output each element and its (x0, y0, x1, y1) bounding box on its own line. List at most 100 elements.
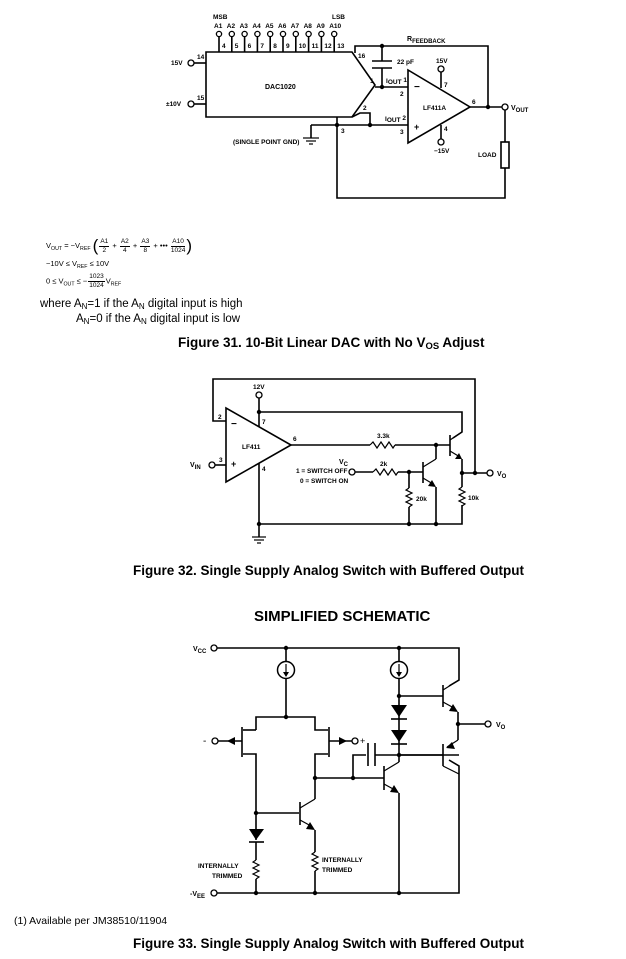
vo-terminal (484, 720, 492, 728)
pin4-label: 4 (262, 466, 266, 473)
pin-16-label: 16 (358, 53, 366, 60)
input-terminal-a9 (318, 30, 325, 38)
figure33-caption: Figure 33. Single Supply Analog Switch w… (133, 936, 525, 951)
trim2-line1: INTERNALLY (322, 857, 363, 864)
r4-label: 10k (468, 495, 479, 502)
current-source-2 (389, 660, 409, 680)
load-resistor (500, 141, 510, 169)
trim-resistor-2 (310, 851, 320, 872)
where-line-1: where AN=1 if the AN digital input is hi… (40, 298, 243, 311)
pin-number-label: 5 (235, 43, 239, 50)
vref-label: ±10V (166, 101, 182, 108)
svg-text:+: + (414, 122, 419, 132)
simplified-schematic-heading: SIMPLIFIED SCHEMATIC (254, 608, 431, 625)
op-pin7-label: 7 (444, 82, 448, 89)
iout1-label: IOUT 1 (386, 77, 407, 86)
vcc-terminal (210, 644, 218, 652)
dac-label: DAC1020 (265, 84, 296, 91)
input-label-a3: A3 (240, 23, 249, 30)
vout-label: VOUT (511, 105, 529, 114)
input-terminal-a1 (215, 30, 223, 38)
pin6-label: 6 (293, 436, 297, 443)
opamp-label: LF411 (242, 444, 261, 451)
lsb-label: LSB (332, 14, 345, 21)
input-label-a1: A1 (214, 23, 223, 30)
vee-terminal (210, 889, 218, 897)
switch-off-label: 1 = SWITCH OFF (296, 468, 347, 475)
vout-terminal (501, 103, 509, 111)
minus-input-label: - (203, 736, 206, 747)
pin-14-label: 14 (197, 54, 205, 61)
resistor-20k (404, 487, 414, 508)
rfeedback-label: RFEEDBACK (407, 36, 446, 45)
input-label-a7: A7 (291, 23, 300, 30)
vo-label: VO (497, 471, 507, 480)
r1-label: 3.3k (377, 433, 390, 440)
figure31-schematic: DAC1020 MSB LSB A14A25A36A47A58A69A710A8… (166, 14, 529, 199)
supply-15v-label: 15V (171, 60, 183, 67)
trim1-line2: TRIMMED (212, 873, 243, 880)
diode-1 (391, 705, 407, 717)
diode-2 (391, 730, 407, 742)
op-pin6-label: 6 (472, 99, 476, 106)
opamp-label: LF411A (423, 105, 446, 112)
op-pin4-label: 4 (444, 126, 448, 133)
r3-label: 20k (416, 496, 427, 503)
equation-vref-range: −10V ≤ VREF ≤ 10V (46, 259, 110, 270)
pin2-label: 2 (218, 414, 222, 421)
input-label-a9: A9 (316, 23, 325, 30)
input-label-a5: A5 (265, 23, 274, 30)
input-terminal-a10 (330, 30, 338, 38)
vc-label: VC (339, 459, 349, 468)
input-label-a8: A8 (304, 23, 313, 30)
where-line-2: AN=0 if the AN digital input is low (76, 313, 241, 326)
pin3-label: 3 (219, 457, 223, 464)
vo-terminal (486, 469, 494, 477)
pin-number-label: 12 (324, 43, 332, 50)
vminus-label: −15V (434, 148, 450, 155)
vcc-label: VCC (193, 646, 207, 655)
svg-text:−: − (231, 419, 237, 430)
input-terminal-a6 (279, 30, 287, 38)
pin-number-label: 7 (260, 43, 264, 50)
current-source-1 (276, 660, 296, 680)
opamp-lf411 (225, 406, 293, 484)
vc-terminal (348, 468, 356, 476)
vee-label: -VEE (190, 891, 205, 900)
op-pin2-label: 2 (400, 91, 404, 98)
msb-label: MSB (213, 14, 228, 21)
pin-number-label: 13 (337, 43, 345, 50)
vin-terminal (208, 461, 216, 469)
vplus-label: 15V (436, 58, 448, 65)
dac-body (205, 51, 376, 118)
vin-label: VIN (190, 462, 201, 471)
pin-number-label: 4 (222, 43, 226, 50)
pin-number-label: 10 (299, 43, 307, 50)
opamp-lf411a (407, 68, 472, 145)
iout2-label: IOUT 2 (385, 115, 406, 124)
figure32-caption: Figure 32. Single Supply Analog Switch w… (133, 563, 525, 578)
pin-3-label: 3 (341, 128, 345, 135)
trim-resistor-1 (251, 859, 261, 880)
pin-15-label: 15 (197, 95, 205, 102)
op-pin3-label: 3 (400, 129, 404, 136)
footnote: (1) Available per JM38510/11904 (14, 915, 168, 927)
input-terminal-a3 (241, 30, 248, 38)
supply-terminal (255, 391, 263, 399)
input-terminal-a4 (254, 30, 261, 38)
input-label-a4: A4 (252, 23, 261, 30)
input-label-a6: A6 (278, 23, 287, 30)
pin-2-label: 2 (363, 105, 367, 112)
capacitor-label: 22 pF (397, 59, 414, 66)
plus-input-label: + (360, 736, 365, 746)
terminal-vref (187, 100, 195, 108)
resistor-2k (372, 467, 399, 477)
switch-on-label: 0 = SWITCH ON (300, 478, 349, 485)
input-label-a10: A10 (329, 23, 341, 30)
resistor-3-3k (369, 440, 396, 450)
input-terminal-a5 (266, 30, 274, 38)
svg-text:+: + (231, 459, 236, 469)
